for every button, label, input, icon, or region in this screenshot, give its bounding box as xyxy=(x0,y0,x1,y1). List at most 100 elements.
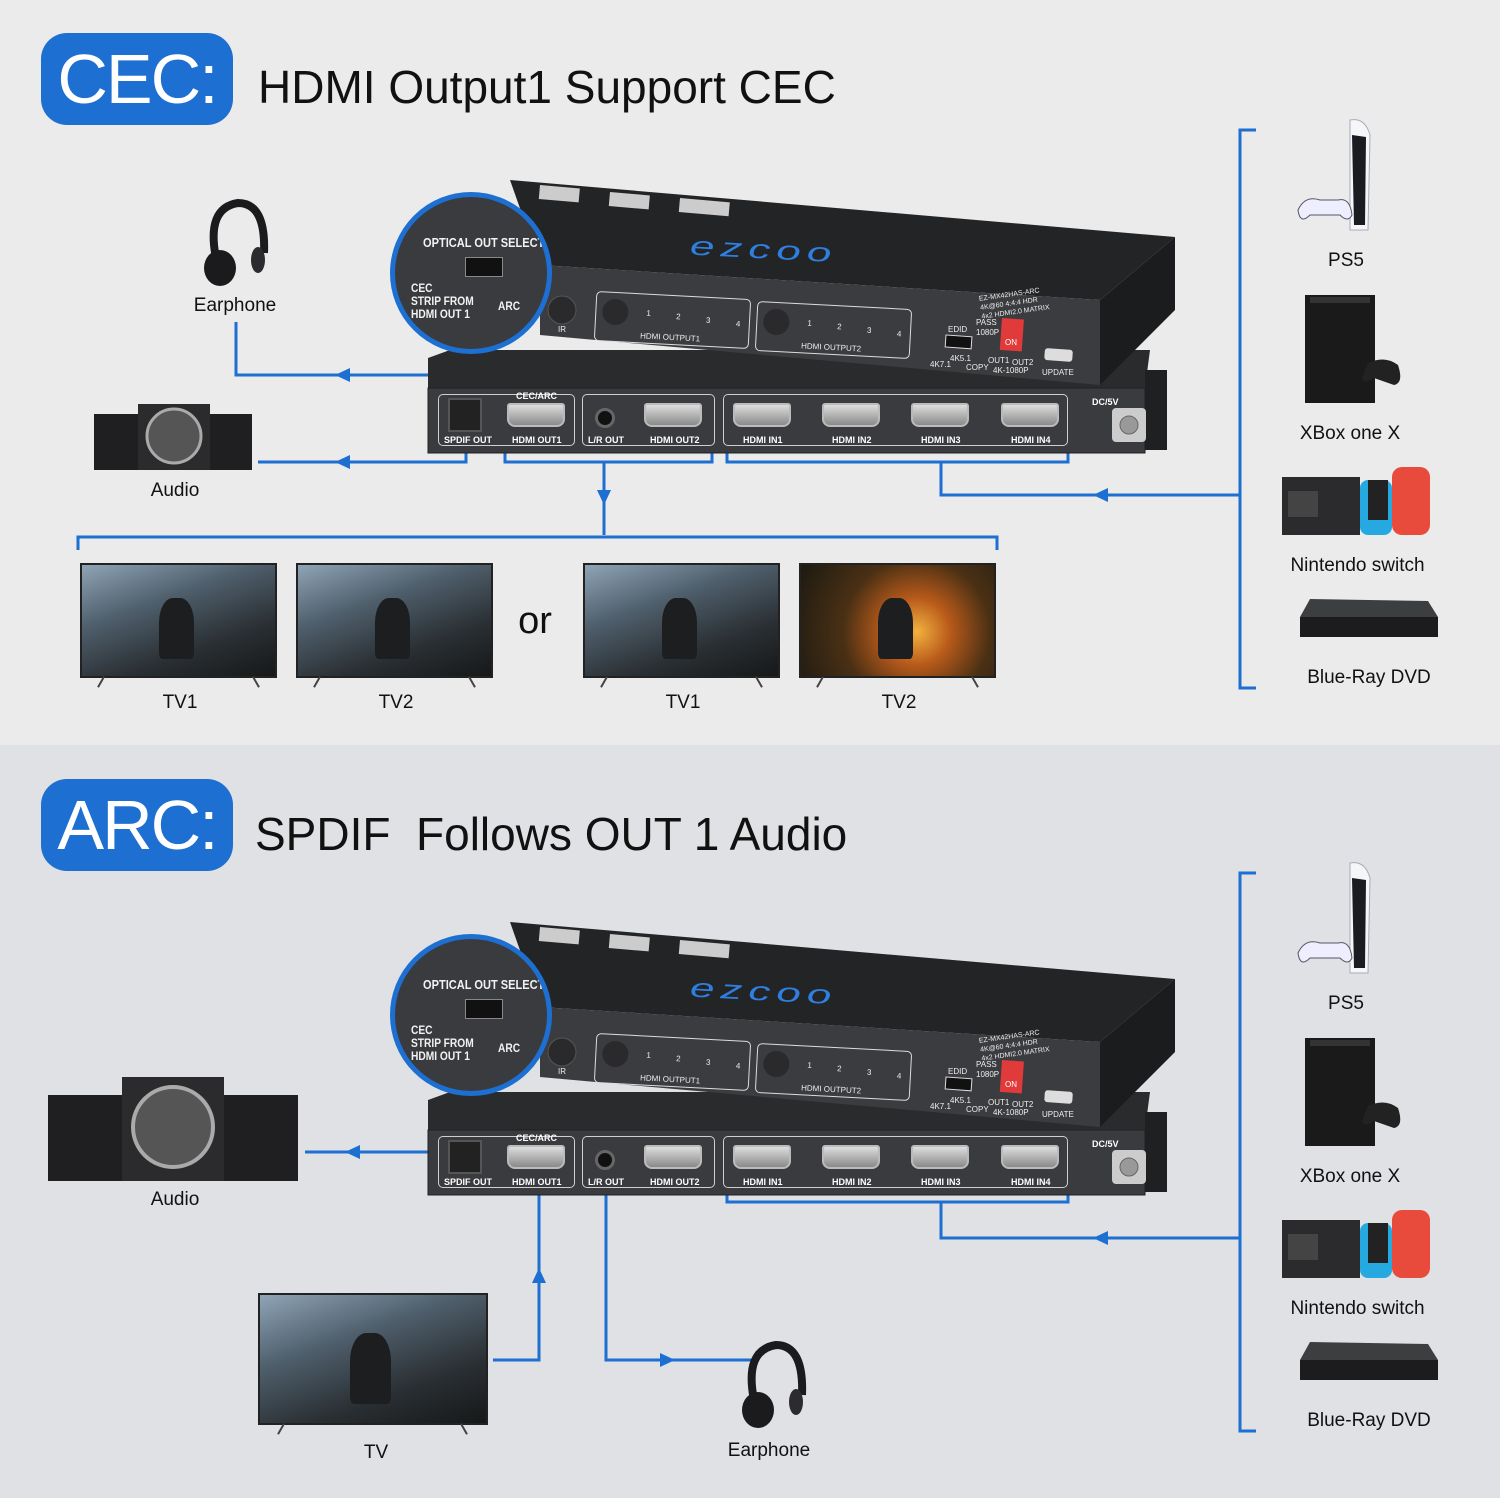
source-label-switch: Nintendo switch xyxy=(1290,1298,1425,1319)
output1-select-button[interactable] xyxy=(601,1040,630,1068)
tv-label: TV2 xyxy=(378,692,414,713)
source-label-switch: Nintendo switch xyxy=(1290,555,1425,576)
lr-out-port[interactable] xyxy=(595,1150,615,1170)
bluray-player-icon xyxy=(1300,1342,1438,1380)
led-label: 1 xyxy=(646,308,652,318)
led-label: 3 xyxy=(866,1067,872,1077)
4k71-label: 4K7.1 xyxy=(930,360,951,369)
led-label: 2 xyxy=(836,322,842,332)
optical-out-select-switch[interactable] xyxy=(465,257,503,277)
dc-5v-label: DC/5V xyxy=(1092,397,1119,407)
spdif-out1-group xyxy=(438,1136,575,1188)
cec-badge: CEC: xyxy=(41,33,233,125)
pass-label: PASS xyxy=(976,1060,997,1069)
arc-title: SPDIF Follows OUT 1 Audio xyxy=(255,808,848,860)
ps5-icon xyxy=(1297,119,1371,231)
spdif-port[interactable] xyxy=(448,1140,482,1174)
output1-select-button[interactable] xyxy=(601,298,630,326)
optical-out-select-callout: OPTICAL OUT SELECT CEC STRIP FROM HDMI O… xyxy=(390,934,552,1096)
spdif-label: SPDIF OUT xyxy=(444,435,493,445)
4k51-label: 4K5.1 xyxy=(950,1096,971,1105)
earphone-icon xyxy=(204,198,269,286)
tv2-display-alt xyxy=(799,563,996,688)
copy-label: COPY xyxy=(966,363,989,372)
bluray-player-icon xyxy=(1300,599,1438,637)
output1-label: HDMI OUTPUT1 xyxy=(639,331,701,344)
arc-badge: ARC: xyxy=(41,779,233,871)
led-label: 2 xyxy=(675,312,681,322)
output1-label: HDMI OUTPUT1 xyxy=(639,1073,701,1086)
dip-on-label: ON xyxy=(1005,1080,1017,1089)
audio-label: Audio xyxy=(150,480,200,501)
hdmi-in2-port[interactable] xyxy=(822,403,880,427)
hdmi-out1-label: HDMI OUT1 xyxy=(512,1177,562,1187)
tv1-display xyxy=(80,563,277,688)
hdmi-in2-label: HDMI IN2 xyxy=(832,435,872,445)
hdmi-in4-port[interactable] xyxy=(1001,403,1059,427)
hdmi-out2-port[interactable] xyxy=(644,403,702,427)
hdmi-out1-port[interactable] xyxy=(507,1145,565,1169)
led-label: 3 xyxy=(705,1057,711,1067)
output2-select-button[interactable] xyxy=(762,1050,791,1078)
led-label: 1 xyxy=(807,318,813,328)
hdmi-out2-port[interactable] xyxy=(644,1145,702,1169)
earphone-label: Earphone xyxy=(727,1440,811,1461)
hdmi-in4-port[interactable] xyxy=(1001,1145,1059,1169)
cec-arc-label: CEC/ARC xyxy=(516,391,558,401)
source-label-xbox: XBox one X xyxy=(1299,423,1401,444)
1080p-label: 1080P xyxy=(976,1070,1000,1079)
tv-display xyxy=(258,1293,488,1435)
lr-out-port[interactable] xyxy=(595,408,615,428)
copy-label: COPY xyxy=(966,1105,989,1114)
hdmi-out1-port[interactable] xyxy=(507,403,565,427)
dc-5v-label: DC/5V xyxy=(1092,1139,1119,1149)
out1-label: OUT1 xyxy=(988,1098,1010,1107)
hdmi-in4-label: HDMI IN4 xyxy=(1011,1177,1051,1187)
xbox-icon xyxy=(1305,295,1401,403)
pass-label: PASS xyxy=(976,318,997,327)
edid-label: EDID xyxy=(948,325,968,334)
out2-label: OUT2 xyxy=(1012,358,1034,367)
hdmi-in3-label: HDMI IN3 xyxy=(921,1177,961,1187)
hdmi-out2-label: HDMI OUT2 xyxy=(650,1177,700,1187)
tv-label: TV2 xyxy=(881,692,917,713)
audio-label: Audio xyxy=(150,1189,200,1210)
led-label: 4 xyxy=(735,1061,741,1071)
tv-label: TV1 xyxy=(665,692,701,713)
led-label: 2 xyxy=(675,1054,681,1064)
led-label: 2 xyxy=(836,1064,842,1074)
edid-label: EDID xyxy=(948,1067,968,1076)
ir-label: IR xyxy=(558,325,566,334)
tv-label: TV xyxy=(363,1442,389,1463)
tv1-display-alt xyxy=(583,563,780,688)
cec-title: HDMI Output1 Support CEC xyxy=(258,61,836,113)
hdmi-out1-label: HDMI OUT1 xyxy=(512,435,562,445)
led-label: 1 xyxy=(807,1060,813,1070)
hdmi-in1-port[interactable] xyxy=(733,1145,791,1169)
earphone-icon xyxy=(742,1340,807,1428)
hdmi-in1-port[interactable] xyxy=(733,403,791,427)
source-label-ps5: PS5 xyxy=(1328,993,1364,1014)
spdif-port[interactable] xyxy=(448,398,482,432)
arc-section: ARC: SPDIF Follows OUT 1 Audio Audio ezc… xyxy=(0,745,1500,1498)
dip-on-label: ON xyxy=(1005,338,1017,347)
cec-section: CEC: HDMI Output1 Support CEC Earphone A… xyxy=(0,0,1500,745)
hdmi-in3-port[interactable] xyxy=(911,403,969,427)
hdmi-in3-port[interactable] xyxy=(911,1145,969,1169)
led-label: 4 xyxy=(896,1071,902,1081)
earphone-label: Earphone xyxy=(193,295,277,316)
nintendo-switch-icon xyxy=(1282,467,1430,535)
output2-select-button[interactable] xyxy=(762,308,791,336)
spdif-label: SPDIF OUT xyxy=(444,1177,493,1187)
led-label: 4 xyxy=(735,319,741,329)
hdmi-in1-label: HDMI IN1 xyxy=(743,1177,783,1187)
hdmi-in2-port[interactable] xyxy=(822,1145,880,1169)
out2-label: OUT2 xyxy=(1012,1100,1034,1109)
spdif-out1-group xyxy=(438,394,575,446)
4k-1080p-label: 4K-1080P xyxy=(993,1108,1029,1117)
optical-out-select-switch[interactable] xyxy=(465,999,503,1019)
